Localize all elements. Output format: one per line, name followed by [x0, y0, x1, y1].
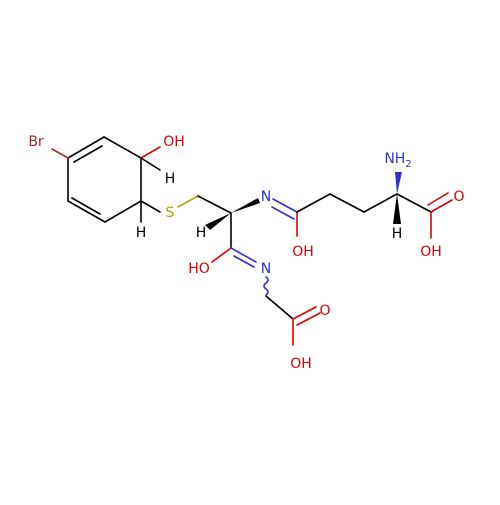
bond-c-oh — [140, 146, 161, 159]
atom-oh-glu: OH — [420, 244, 442, 260]
bond-n-c-double — [271, 206, 295, 220]
bond-c4-c5-double — [71, 197, 101, 215]
atom-s: S — [166, 205, 175, 221]
bond-c-o-gly — [292, 306, 317, 320]
atom-h-ring-top: H — [165, 171, 176, 187]
atom-oh-amide: OH — [292, 244, 314, 260]
bond-s-ch2 — [177, 195, 199, 208]
atom-h-alpha: H — [196, 225, 207, 241]
atom-nh2: NH2 — [384, 151, 411, 170]
bond-c-ho — [211, 247, 232, 263]
bond-c6-c1 — [67, 136, 105, 159]
bond-c1-c2 — [103, 136, 142, 159]
bond-ch2-calpha — [197, 195, 232, 214]
bond-ch2-cooh — [265, 295, 294, 320]
atom-n-amide: N — [261, 189, 271, 205]
atom-br: Br — [28, 134, 44, 150]
bond-c-o-glu — [430, 199, 453, 213]
atom-o-gly: O — [319, 303, 330, 319]
atom-o-glu: O — [453, 189, 464, 205]
bond-c-ch2a — [296, 193, 331, 213]
bond-ch2b-cglu — [363, 193, 398, 213]
bond-c4-c5 — [67, 200, 106, 223]
atom-oh-gly: OH — [290, 356, 312, 372]
bond-cglu-cooh — [396, 193, 432, 213]
atom-h-glu: H — [392, 226, 403, 242]
bond-n-c — [272, 198, 298, 213]
wavy-n-ch2 — [263, 276, 269, 296]
bond-c-n-gly-double — [233, 255, 255, 268]
wedge-cglu-nh2 — [395, 172, 402, 194]
bond-c-o-glu-double — [427, 192, 449, 206]
atom-h-ring-bottom: H — [136, 225, 147, 241]
bond-c3-c4 — [104, 200, 142, 223]
bond-c-s — [140, 200, 161, 213]
wedge-calpha-n — [231, 198, 260, 213]
bond-c-o-gly-double — [296, 312, 321, 326]
atom-n-gly: N — [261, 261, 271, 277]
atom-ho-imide: HO — [188, 261, 210, 277]
wedge-cglu-h — [393, 194, 401, 224]
bond-c-n-gly — [230, 247, 257, 263]
bond-c-br — [51, 148, 69, 159]
wedge-calpha-h — [205, 213, 231, 230]
bond-ch2a-ch2b — [329, 193, 365, 213]
ring-bonds — [67, 136, 142, 223]
bond-c6-c1-double — [73, 145, 103, 163]
bond-c-h-top — [140, 157, 161, 171]
atom-oh-ring: OH — [163, 134, 185, 150]
